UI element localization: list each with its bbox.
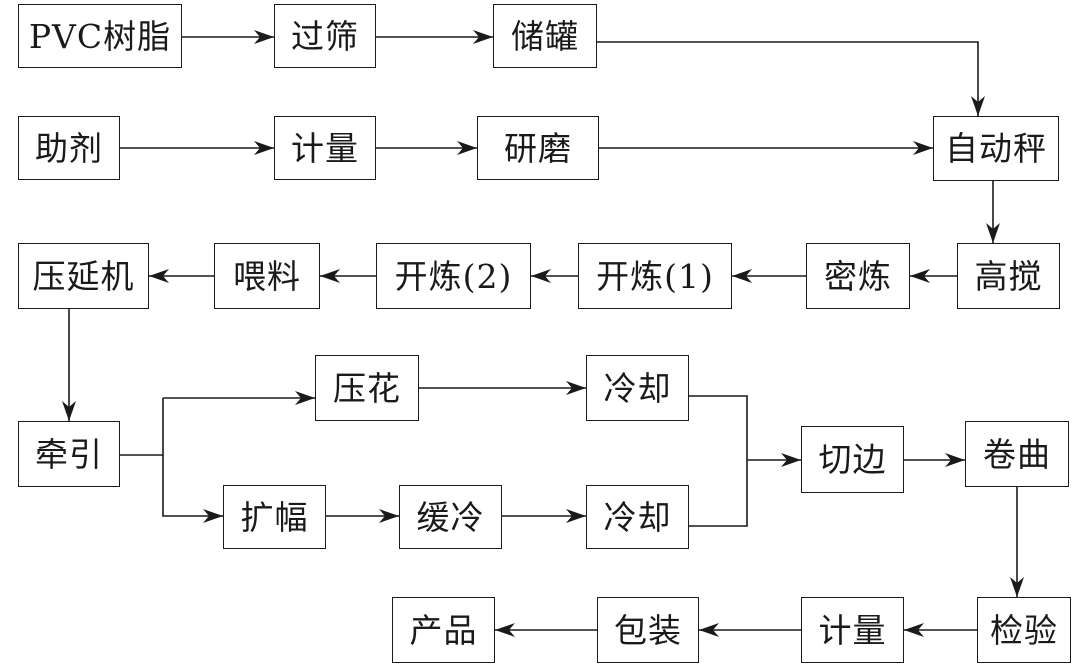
node-label: 密炼	[824, 256, 892, 296]
arrow-tank-to-scale	[597, 41, 985, 116]
node-label: 卷曲	[983, 434, 1051, 474]
node-open-mill-2: 开炼(2)	[376, 243, 531, 309]
node-label: 冷却	[603, 368, 672, 408]
node-label: 冷却	[603, 497, 672, 537]
node-label: 自动秤	[945, 129, 1047, 168]
node-auto-scale: 自动秤	[933, 116, 1059, 181]
node-storage-tank: 储罐	[493, 4, 597, 68]
node-label: 包装	[614, 610, 682, 650]
node-label: 压花	[333, 368, 401, 408]
wire-traction-split	[120, 398, 164, 456]
node-label: 高搅	[974, 256, 1043, 296]
node-label: 开炼(2)	[394, 256, 513, 296]
node-embossing: 压花	[315, 355, 419, 421]
node-label: 切边	[818, 440, 887, 479]
arrow-traction-to-widening	[162, 455, 223, 523]
node-label: 储罐	[511, 16, 579, 56]
node-cooling-1: 冷却	[586, 355, 689, 421]
node-widening: 扩幅	[223, 485, 326, 549]
node-calender: 压延机	[18, 243, 149, 309]
node-label: 开炼(1)	[596, 256, 714, 296]
node-label: 喂料	[233, 256, 301, 296]
node-label: 助剂	[35, 128, 103, 168]
node-label: 研磨	[504, 128, 572, 168]
node-product: 产品	[392, 597, 495, 663]
node-feeding: 喂料	[214, 243, 320, 309]
node-label: 检验	[990, 610, 1058, 650]
node-label: PVC树脂	[28, 16, 172, 56]
node-edge-trimming: 切边	[801, 426, 904, 493]
node-cooling-2: 冷却	[586, 485, 689, 549]
node-label: 缓冷	[416, 497, 485, 537]
node-inspection: 检验	[977, 597, 1071, 663]
node-label: 压延机	[32, 256, 135, 296]
node-grinding: 研磨	[477, 116, 599, 180]
node-label: 产品	[409, 610, 478, 650]
node-winding: 卷曲	[965, 421, 1069, 487]
wire-cooling1-merge	[689, 395, 748, 527]
node-metering-2: 计量	[801, 597, 904, 663]
node-slow-cooling: 缓冷	[399, 485, 502, 549]
node-internal-mixing: 密炼	[806, 243, 910, 309]
node-label: 计量	[291, 128, 359, 168]
node-additives: 助剂	[18, 116, 120, 180]
node-label: 过筛	[291, 16, 359, 56]
node-metering-1: 计量	[274, 116, 376, 180]
node-label: 牵引	[35, 434, 103, 474]
node-label: 扩幅	[240, 497, 309, 537]
node-open-mill-1: 开炼(1)	[578, 243, 732, 309]
node-traction: 牵引	[18, 421, 120, 487]
node-sieving: 过筛	[274, 4, 376, 68]
node-label: 计量	[818, 610, 887, 650]
node-pvc-resin: PVC树脂	[18, 4, 182, 68]
node-high-mixing: 高搅	[957, 243, 1060, 309]
node-packaging: 包装	[597, 597, 699, 663]
